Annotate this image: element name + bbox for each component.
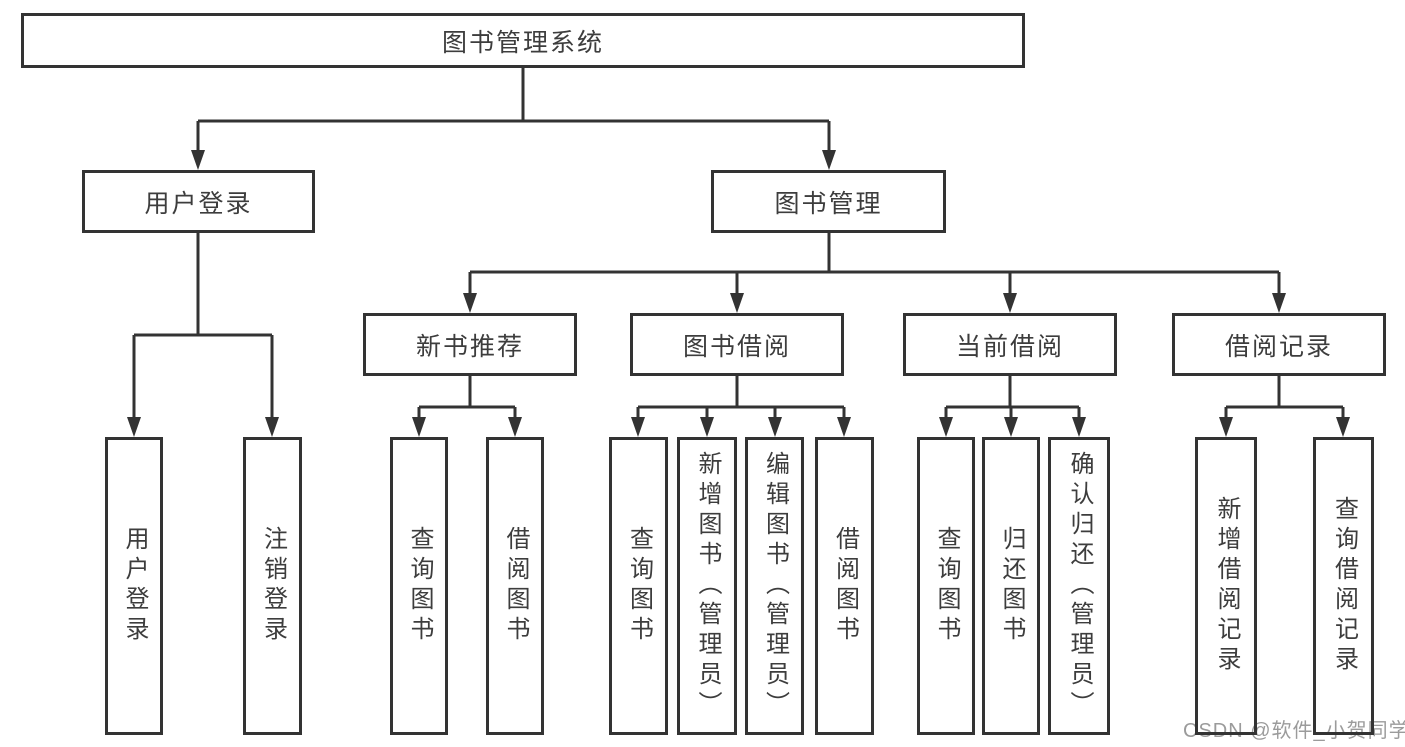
node-new-book-recommend: 新书推荐 [363,313,577,376]
leaf-query-borrow-record-label: 查询借阅记录 [1330,496,1358,676]
leaf-query-book-1-label: 查询图书 [406,526,433,646]
leaf-query-book-2: 查询图书 [609,437,668,735]
leaf-user-login-label: 用户登录 [121,526,148,646]
leaf-borrow-book-1: 借阅图书 [486,437,544,735]
node-book-management-label: 图书管理 [774,189,883,218]
node-root: 图书管理系统 [21,13,1025,68]
leaf-edit-book-admin: 编辑图书（管理员） [745,437,804,735]
leaf-confirm-return-admin: 确认归还（管理员） [1048,437,1110,735]
node-root-label: 图书管理系统 [441,28,604,57]
leaf-query-book-1: 查询图书 [390,437,448,735]
leaf-return-book-label: 归还图书 [998,526,1025,646]
leaf-borrow-book-1-label: 借阅图书 [502,526,529,646]
leaf-add-borrow-record-label: 新增借阅记录 [1213,496,1240,676]
leaf-borrow-book-2: 借阅图书 [815,437,874,735]
node-book-management: 图书管理 [711,170,946,233]
node-new-book-recommend-label: 新书推荐 [415,332,524,361]
node-book-borrow: 图书借阅 [630,313,844,376]
node-current-borrow: 当前借阅 [903,313,1117,376]
leaf-logout-label: 注销登录 [259,526,287,646]
leaf-logout: 注销登录 [243,437,302,735]
leaf-query-book-2-label: 查询图书 [625,526,653,646]
csdn-watermark: CSDN @软件_小贺同学 [1183,720,1405,742]
leaf-user-login: 用户登录 [105,437,163,735]
leaf-return-book: 归还图书 [982,437,1040,735]
node-book-borrow-label: 图书借阅 [682,332,791,361]
leaf-borrow-book-2-label: 借阅图书 [831,526,859,646]
node-borrow-records: 借阅记录 [1172,313,1386,376]
leaf-query-book-3-label: 查询图书 [933,526,960,646]
leaf-add-book-admin: 新增图书（管理员） [677,437,737,735]
leaf-query-book-3: 查询图书 [917,437,975,735]
node-borrow-records-label: 借阅记录 [1224,332,1333,361]
leaf-add-book-admin-label: 新增图书（管理员） [694,451,721,721]
node-current-borrow-label: 当前借阅 [955,332,1064,361]
node-user-login-label: 用户登录 [144,189,253,218]
node-user-login: 用户登录 [82,170,315,233]
leaf-edit-book-admin-label: 编辑图书（管理员） [761,451,789,721]
leaf-query-borrow-record: 查询借阅记录 [1313,437,1374,735]
leaf-add-borrow-record: 新增借阅记录 [1195,437,1257,735]
leaf-confirm-return-admin-label: 确认归还（管理员） [1066,451,1093,721]
